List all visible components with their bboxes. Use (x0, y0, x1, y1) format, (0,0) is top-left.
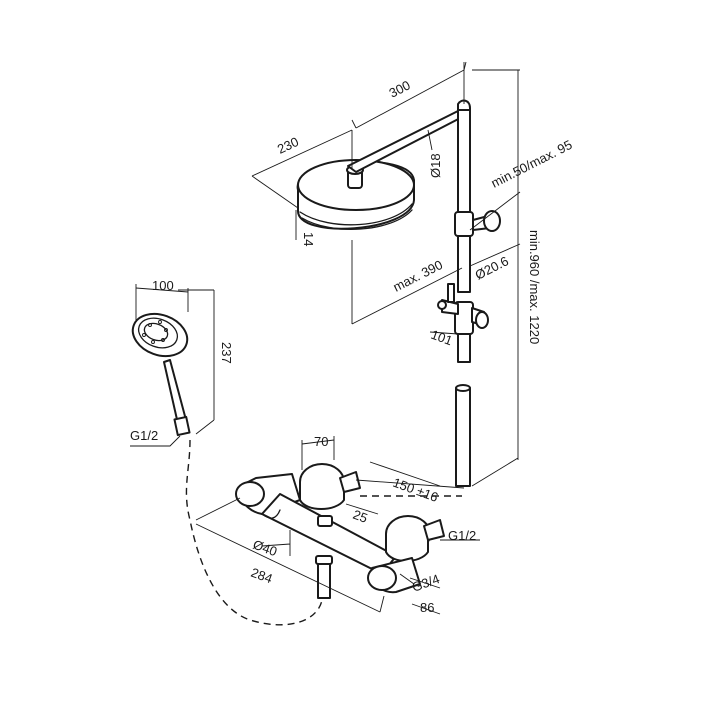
dim-100: 100 (152, 278, 174, 293)
upper-wall-bracket (454, 210, 501, 237)
thermostatic-mixer (235, 463, 445, 599)
dim-d40: Ø40 (251, 537, 279, 560)
dim-d18: Ø18 (428, 153, 443, 178)
dim-101: 101 (429, 327, 455, 349)
dim-237: 237 (219, 342, 234, 364)
sliding-holder (437, 283, 489, 335)
shower-arm (347, 99, 471, 173)
dim-86: 86 (420, 600, 434, 615)
dim-max390: max. 390 (391, 257, 445, 295)
dim-230: 230 (275, 134, 301, 157)
dim-g12-hand: G1/2 (130, 428, 158, 443)
riser-pipe (455, 109, 471, 487)
shower-hose (185, 439, 323, 626)
dim-70: 70 (314, 434, 328, 449)
dim-25: 25 (351, 507, 370, 526)
dim-g12-mixer: G1/2 (448, 528, 476, 543)
dim-150: 150 ±16 (391, 475, 440, 505)
dim-min50-max95: min.50/max. 95 (489, 137, 575, 191)
dimension-lines (130, 61, 521, 615)
dim-284: 284 (249, 565, 275, 587)
dim-d20-6: Ø20.6 (473, 253, 511, 282)
dim-min960-max1220: min.960 /max. 1220 (527, 230, 542, 344)
dim-14: 14 (301, 232, 316, 246)
hand-shower (131, 312, 191, 437)
dim-300: 300 (387, 77, 413, 100)
